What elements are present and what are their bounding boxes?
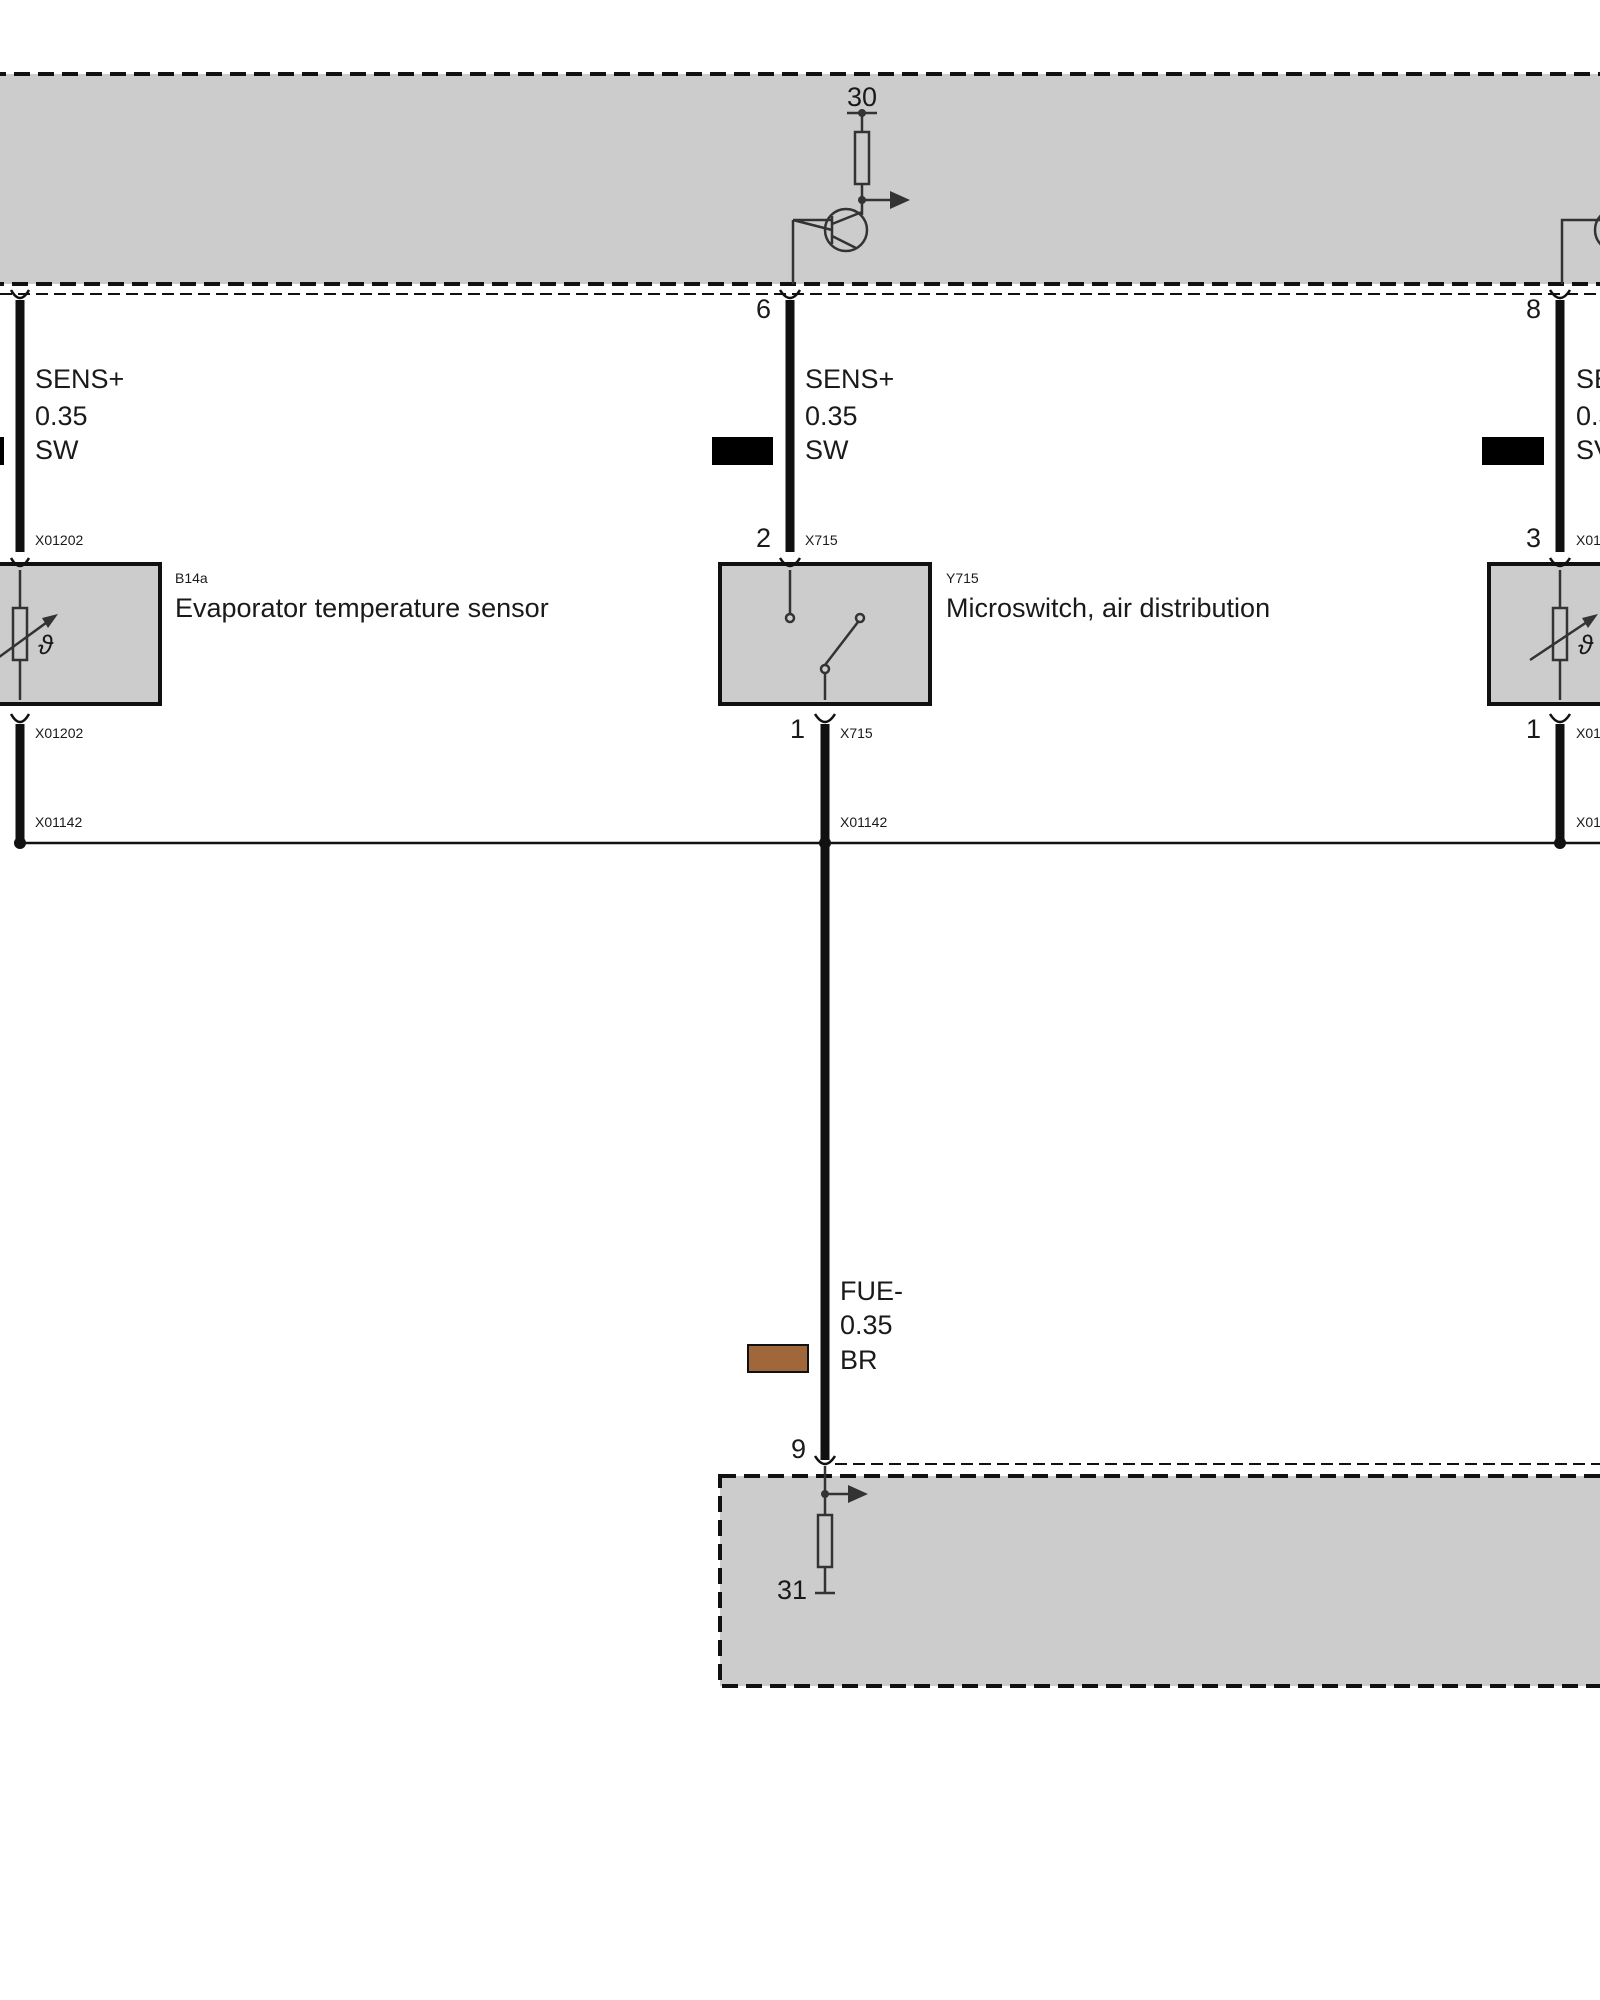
right-wire-gauge: 0.3 — [1576, 401, 1600, 431]
terminal-30-label: 30 — [847, 82, 877, 112]
right-sensor — [1487, 562, 1600, 706]
microswitch-code: Y715 — [946, 570, 979, 586]
left-connector-top: X01202 — [35, 532, 83, 548]
left-wire-signal: SENS+ — [35, 364, 124, 394]
left-splice-label: X01142 — [35, 814, 82, 830]
left-connector-bottom: X01202 — [35, 725, 83, 741]
top-control-module — [0, 72, 1600, 286]
center-wire-signal: SENS+ — [805, 364, 894, 394]
thermistor-arrow-icon — [42, 614, 58, 628]
center-connector-top: X715 — [805, 532, 838, 548]
right-wire-signal: SE — [1576, 364, 1600, 394]
sensor-code: B14a — [175, 570, 208, 586]
center-wire-color: SW — [805, 435, 849, 465]
theta-icon: ϑ — [38, 630, 54, 660]
right-wire-color-marker — [1482, 437, 1544, 465]
left-circuit: SENS+ 0.35 SW X01202 ϑ B14a Evaporator t… — [0, 289, 549, 849]
ground-wire-color-marker — [747, 1344, 809, 1373]
right-pin-top: 8 — [1526, 294, 1541, 324]
right-splice-label: X01 — [1576, 814, 1600, 830]
microswitch-air-distribution — [718, 562, 932, 706]
terminal-31-label: 31 — [777, 1575, 807, 1605]
right-theta-icon: ϑ — [1578, 630, 1594, 660]
bottom-control-module — [718, 1474, 1600, 1688]
left-wire-color-marker — [0, 437, 4, 465]
right-sensor-pin-top: 3 — [1526, 523, 1541, 553]
input-arrow-icon — [848, 1485, 868, 1503]
right-connector-bottom: X01 — [1576, 725, 1600, 741]
center-wire-gauge: 0.35 — [805, 401, 858, 431]
switch-symbol — [784, 570, 866, 700]
center-switch-pin-top: 2 — [756, 523, 771, 553]
center-connector-bottom: X715 — [840, 725, 873, 741]
left-wire-color: SW — [35, 435, 79, 465]
center-splice-label: X01142 — [840, 814, 887, 830]
right-circuit: 8 SE 0.3 SV 3 X01 ϑ 1 X01 X01 — [1482, 289, 1600, 849]
left-wire-gauge: 0.35 — [35, 401, 88, 431]
terminal-30-supply: 30 — [847, 82, 910, 215]
output-arrow-icon — [890, 191, 910, 209]
microswitch-name: Microswitch, air distribution — [946, 593, 1270, 623]
center-pin-top: 6 — [756, 294, 771, 324]
evaporator-temperature-sensor — [0, 562, 162, 706]
right-thermistor-arrow-icon — [1582, 614, 1598, 628]
transistor-symbol-right — [1560, 214, 1600, 284]
center-switch-pin-bottom: 1 — [790, 714, 805, 744]
center-circuit: 6 SENS+ 0.35 SW 2 X715 Y715 Microswitch,… — [712, 289, 1270, 1460]
ground-wire-signal: FUE- — [840, 1276, 903, 1306]
ground-wire-gauge: 0.35 — [840, 1310, 893, 1340]
ground-wire-color: BR — [840, 1345, 878, 1375]
right-wire-color: SV — [1576, 435, 1600, 465]
right-sensor-pin-bottom: 1 — [1526, 714, 1541, 744]
bottom-module-pin: 9 — [791, 1434, 806, 1464]
terminal-31-ground: 31 — [777, 1466, 868, 1605]
ground-wire-labels: FUE- 0.35 BR — [747, 1276, 903, 1375]
right-connector-top: X01 — [1576, 532, 1600, 548]
sensor-name: Evaporator temperature sensor — [175, 593, 549, 623]
transistor-symbol-center — [791, 207, 869, 284]
center-wire-color-marker — [712, 437, 773, 465]
